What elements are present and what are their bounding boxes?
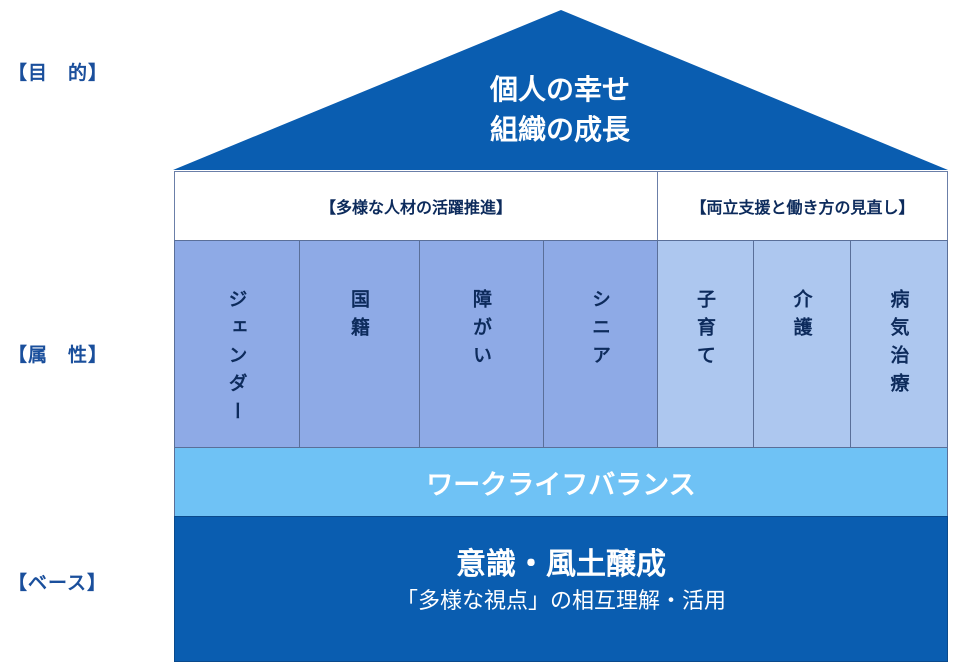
base-title: 意識・風土醸成 (456, 547, 666, 582)
attribute-senior: シニア (543, 240, 658, 448)
roof-title-line2: 組織の成長 (489, 113, 630, 146)
base-subtitle: 「多様な視点」の相互理解・活用 (395, 589, 726, 614)
roof-shape (173, 10, 948, 170)
attribute-disability: 障がい (419, 240, 544, 448)
attribute-gender: ジェンダー (174, 240, 300, 448)
attribute-label-nationality: 国籍 (348, 289, 370, 345)
attribute-label: 【属 性】 (8, 344, 109, 366)
base-label: 【ベース】 (8, 572, 108, 594)
attribute-label-gender: ジェンダー (225, 289, 248, 429)
attribute-nationality: 国籍 (299, 240, 420, 448)
work-life-balance-band: ワークライフバランス (174, 447, 948, 517)
roof-title-line1: 個人の幸せ (489, 73, 630, 106)
attribute-childcare: 子育て (657, 240, 754, 448)
roof-triangle (173, 10, 948, 170)
purpose-label: 【目 的】 (8, 62, 109, 84)
header-work-life: 【両立支援と働き方の見直し】 (657, 171, 948, 241)
attribute-label-childcare: 子育て (694, 289, 716, 373)
attribute-nursing-care: 介護 (753, 240, 851, 448)
base-foundation: 意識・風土醸成 「多様な視点」の相互理解・活用 (174, 516, 948, 662)
header-diversity: 【多様な人材の活躍推進】 (174, 171, 658, 241)
attribute-label-nursing-care: 介護 (790, 289, 813, 345)
attribute-illness-treatment: 病気治療 (850, 240, 948, 448)
attribute-label-senior: シニア (589, 289, 611, 373)
attribute-label-disability: 障がい (470, 289, 492, 373)
attribute-label-illness-treatment: 病気治療 (887, 289, 910, 401)
